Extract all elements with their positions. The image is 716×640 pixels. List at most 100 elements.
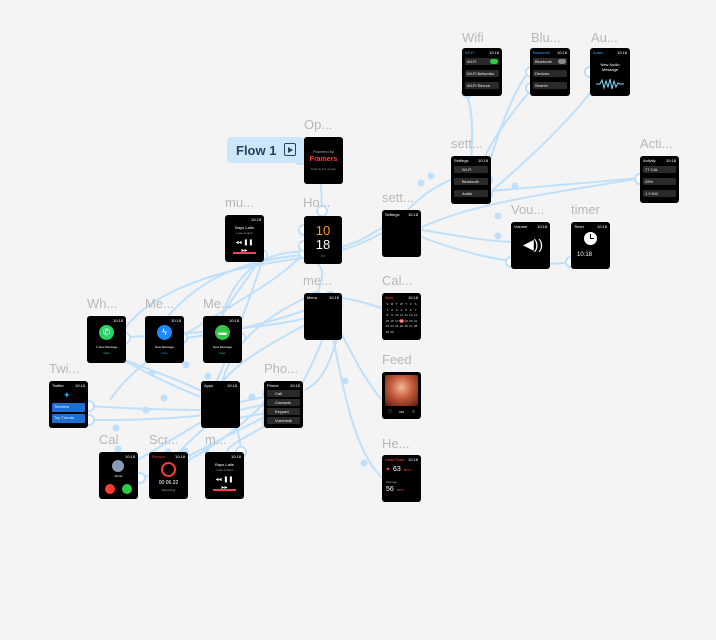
bluetooth-row[interactable]: Bluetooth (454, 178, 488, 185)
connection-point[interactable] (494, 212, 502, 220)
screen-bluetooth[interactable]: Bluetooth 10:18 Bluetooth Devices Search (530, 48, 570, 96)
connection-point[interactable] (427, 172, 435, 180)
connection-point[interactable] (114, 445, 122, 453)
calendar-day[interactable]: 30 (390, 330, 394, 334)
contacts-row[interactable]: Contacts (267, 399, 300, 406)
toggle-icon[interactable] (558, 59, 566, 64)
connection-point[interactable] (417, 179, 425, 187)
screen-messenger[interactable]: 10:18 ϟ New Message View (145, 316, 184, 363)
calendar-day[interactable]: 26 (404, 324, 408, 329)
screen-volume[interactable]: Volume 10:18 ◀)) (511, 222, 550, 269)
calendar-day[interactable]: 1 (386, 307, 389, 312)
connector-line[interactable] (329, 321, 383, 479)
toggle-icon[interactable] (490, 59, 498, 64)
playback-controls-icon[interactable]: ◂◂ ❚❚ ▸▸ (235, 240, 254, 254)
connection-point[interactable] (341, 377, 349, 385)
wifi-secure-row[interactable]: Wi-Fi Secure (465, 82, 499, 89)
calendar-day[interactable]: 28 (413, 324, 418, 329)
calendar-day[interactable]: 19 (404, 318, 408, 323)
calendar-day[interactable]: 18 (399, 318, 404, 323)
screen-open[interactable]: Powered by Framers Nothing like design (304, 137, 343, 184)
wifi-row[interactable]: Wi-Fi (454, 166, 488, 173)
calendar-day[interactable]: 11 (399, 313, 403, 318)
calendar-day[interactable]: F (409, 302, 412, 306)
connector-line[interactable] (467, 177, 641, 194)
playback-controls-icon[interactable]: ◂◂ ❚❚ ▸▸ (215, 477, 234, 491)
calendar-day[interactable]: 3 (395, 307, 398, 312)
wifi-row[interactable]: Wi-Fi (465, 58, 499, 65)
connector-line[interactable] (341, 227, 383, 248)
connector-line[interactable] (404, 229, 572, 265)
screen-music2[interactable]: 10:18 Bayo Latis Lose control ◂◂ ❚❚ ▸▸ (205, 452, 244, 499)
screen-twitter[interactable]: Twitter 10:18 ✦ Timeline Top Trends (49, 381, 88, 428)
calendar-day[interactable]: 6 (410, 307, 412, 312)
calendar-day[interactable]: S (386, 302, 389, 306)
connector-line[interactable] (88, 405, 206, 411)
view-button[interactable]: View (161, 351, 168, 355)
calendar-day[interactable]: 9 (391, 313, 393, 318)
top-trends-row[interactable]: Top Trends (52, 414, 85, 423)
connection-point[interactable] (202, 446, 210, 454)
accept-button[interactable] (122, 484, 132, 494)
connection-point[interactable] (182, 361, 190, 369)
connection-point[interactable] (160, 394, 168, 402)
calendar-day[interactable]: 25 (399, 324, 404, 329)
screen-audio[interactable]: Audio 10:18 New Audio Message (590, 48, 630, 96)
calendar-day[interactable]: 17 (395, 318, 399, 323)
decline-button[interactable] (105, 484, 115, 494)
speaker-icon[interactable]: ◀)) (523, 236, 544, 252)
connection-point[interactable] (142, 406, 150, 414)
view-button[interactable]: View (219, 351, 226, 355)
screen-home[interactable]: 10 18 Fri (304, 216, 342, 264)
calendar-day[interactable]: 12 (404, 313, 408, 318)
view-button[interactable]: View (103, 351, 110, 355)
connector-line[interactable] (124, 359, 211, 396)
screen-music1[interactable]: 10:18 Bayo Latis Lose control ◂◂ ❚❚ ▸▸ (225, 215, 264, 262)
screen-activity[interactable]: Activity 10:18 77 CAL 25% 1.9 KM (640, 156, 679, 203)
connection-point[interactable] (494, 232, 502, 240)
connection-point[interactable] (148, 369, 156, 377)
calendar-day[interactable]: 23 (390, 324, 394, 329)
screen-settings[interactable]: Settings 10:18 (382, 210, 421, 257)
connector-line[interactable] (219, 297, 306, 391)
calendar-day[interactable]: 15 (385, 318, 390, 323)
screen-apps[interactable]: Apps 10:18 (201, 381, 240, 428)
feed-photo[interactable] (385, 375, 418, 406)
voicemail-row[interactable]: Voicemail (267, 417, 300, 424)
record-icon[interactable] (161, 462, 176, 477)
calendar-day[interactable]: 27 (409, 324, 413, 329)
screen-whatsapp[interactable]: 10:18 ✆ 1 New Message View (87, 316, 126, 363)
calendar-day[interactable]: 2 (391, 307, 393, 312)
connector-line[interactable] (119, 257, 305, 337)
screen-settings2[interactable]: Settings 10:18 Wi-Fi Bluetooth Audio (451, 156, 491, 204)
calendar-day[interactable]: M (390, 302, 394, 306)
calendar-day[interactable]: 22 (385, 324, 390, 329)
volume-bar[interactable] (213, 489, 236, 491)
calendar-day[interactable]: S (414, 302, 417, 306)
wifi-networks-row[interactable]: Wi-Fi Networks (465, 70, 499, 77)
screen-timer[interactable]: Timer 10:18 10:18 (571, 222, 610, 269)
calendar-day[interactable]: 21 (413, 318, 418, 323)
connector-line[interactable] (219, 264, 257, 321)
keypad-row[interactable]: Keypad (267, 408, 300, 415)
calendar-day[interactable]: 14 (413, 313, 418, 318)
connection-point[interactable] (248, 393, 256, 401)
calendar-day[interactable]: T (395, 302, 398, 306)
comment-icon[interactable]: ○ (411, 409, 415, 415)
call-row[interactable]: Call (267, 390, 300, 397)
connector-line[interactable] (88, 414, 207, 421)
calendar-day[interactable]: W (400, 302, 403, 306)
screen-wifi[interactable]: Wi-Fi 10:18 Wi-Fi Wi-Fi Networks Wi-Fi S… (462, 48, 502, 96)
heart-icon[interactable]: ♡ (388, 409, 393, 415)
connector-line[interactable] (409, 177, 641, 234)
bluetooth-row[interactable]: Bluetooth (533, 58, 567, 65)
connection-point[interactable] (360, 459, 368, 467)
screen-record[interactable]: Record 10:18 00:06.32 Recording (149, 452, 188, 499)
screen-menu[interactable]: Menu 10:18 (304, 293, 342, 340)
connection-point[interactable] (112, 424, 120, 432)
timeline-row[interactable]: Timeline (52, 403, 85, 412)
connection-point[interactable] (204, 372, 212, 380)
calendar-day[interactable]: 8 (386, 313, 389, 318)
calendar-day[interactable]: 7 (414, 307, 417, 312)
